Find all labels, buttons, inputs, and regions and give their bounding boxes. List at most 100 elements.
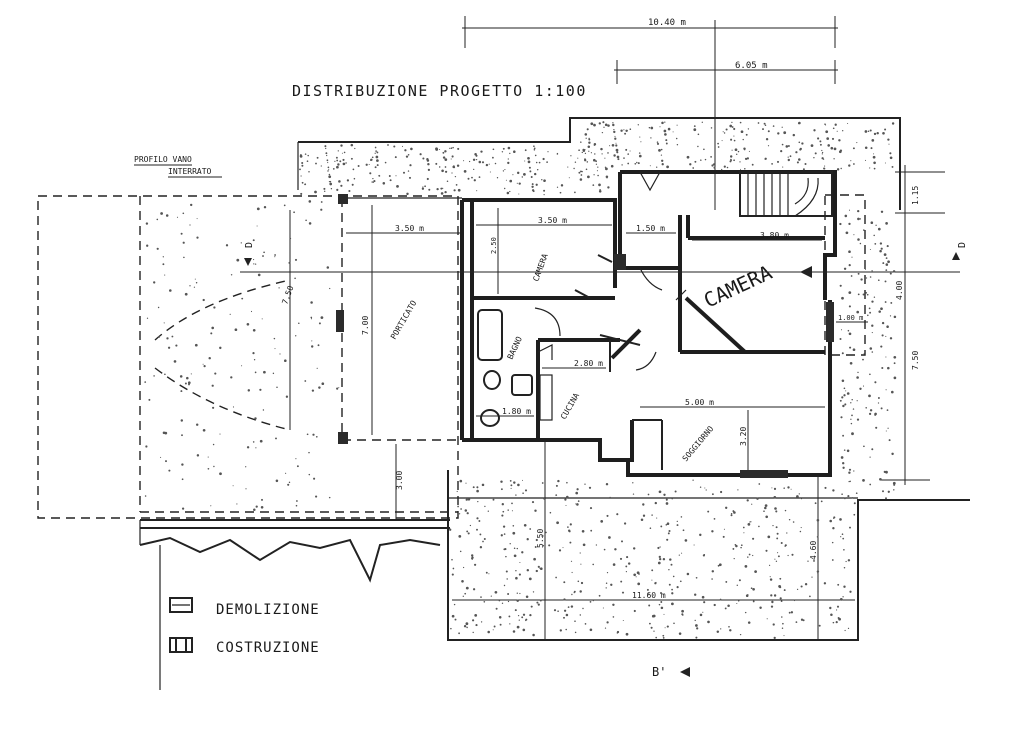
stipple-dot: [167, 346, 171, 349]
stipple-dot: [661, 159, 664, 162]
stipple-dot: [274, 348, 276, 350]
stipple-dot: [671, 602, 674, 606]
drawing-title: DISTRIBUZIONE PROGETTO 1:100: [292, 82, 587, 100]
stipple-dot: [769, 578, 773, 581]
stipple-dot: [594, 153, 596, 155]
stipple-dot: [455, 184, 458, 186]
stipple-dot: [557, 479, 560, 483]
stipple-dot: [263, 205, 267, 209]
stipple-dot: [665, 142, 668, 145]
stipple-dot: [637, 582, 641, 586]
stipple-dot: [340, 144, 343, 147]
stipple-dot: [767, 130, 770, 133]
stipple-dot: [621, 540, 623, 543]
stipple-dot: [261, 318, 263, 320]
stipple-dot: [539, 599, 542, 602]
stipple-dot: [612, 123, 615, 127]
stipple-dot: [503, 533, 506, 535]
stipple-dot: [847, 495, 850, 498]
stipple-dot: [477, 500, 479, 503]
stipple-dot: [832, 127, 835, 130]
stipple-dot: [838, 617, 841, 621]
stipple-dot: [616, 155, 620, 159]
stipple-dot: [558, 549, 562, 552]
stipple-dot: [422, 157, 425, 160]
stipple-dot: [711, 493, 714, 496]
stipple-dot: [250, 310, 253, 313]
stipple-dot: [640, 518, 644, 522]
stipple-dot: [325, 147, 327, 150]
stipple-dot: [859, 218, 861, 220]
stipple-dot: [207, 456, 209, 458]
stipple-dot: [536, 168, 539, 171]
stipple-dot: [584, 623, 587, 625]
stipple-dot: [857, 209, 860, 213]
stipple-dot: [849, 526, 851, 529]
stipple-dot: [590, 152, 593, 154]
stipple-dot: [880, 210, 884, 214]
stipple-dot: [543, 189, 546, 192]
stipple-dot: [580, 581, 584, 585]
stipple-dot: [634, 162, 637, 165]
stipple-dot: [765, 549, 768, 552]
stipple-dot: [384, 161, 387, 164]
stipple-dot: [879, 242, 883, 245]
stipple-dot: [838, 150, 842, 154]
stipple-dot: [611, 143, 615, 147]
stipple-dot: [595, 160, 597, 163]
stipple-dot: [670, 563, 673, 566]
stipple-dot: [404, 149, 407, 152]
stipple-dot: [890, 301, 893, 304]
stipple-dot: [516, 547, 518, 550]
stipple-dot: [615, 144, 618, 147]
stipple-dot: [752, 554, 754, 557]
stipple-dot: [348, 189, 351, 193]
stipple-dot: [839, 598, 843, 601]
stipple-dot: [301, 161, 304, 165]
stipple-dot: [733, 511, 736, 514]
stipple-dot: [633, 609, 636, 613]
stipple-dot: [503, 584, 506, 587]
stipple-dot: [874, 412, 877, 416]
stipple-dot: [454, 618, 457, 621]
stipple-dot: [535, 538, 538, 542]
stipple-dot: [175, 344, 178, 347]
stipple-dot: [859, 242, 862, 245]
stipple-dot: [180, 232, 183, 235]
stipple-dot: [679, 580, 682, 583]
ground-stipple: [144, 121, 897, 640]
stipple-dot: [733, 557, 735, 560]
stipple-dot: [800, 618, 804, 621]
stipple-dot: [374, 166, 377, 169]
stipple-dot: [603, 548, 606, 551]
stipple-dot: [374, 152, 376, 154]
stipple-dot: [570, 155, 572, 157]
stipple-dot: [493, 625, 496, 628]
stipple-dot: [843, 387, 846, 390]
stipple-dot: [160, 212, 163, 215]
stipple-dot: [295, 335, 297, 337]
stipple-dot: [743, 147, 746, 150]
stipple-dot: [848, 264, 851, 267]
stipple-dot: [614, 135, 616, 137]
stipple-dot: [676, 524, 679, 527]
stipple-dot: [816, 518, 820, 522]
stipple-dot: [306, 433, 309, 436]
stipple-dot: [747, 621, 751, 624]
stipple-dot: [839, 337, 842, 341]
stipple-dot: [751, 163, 754, 166]
stipple-dot: [659, 126, 661, 128]
stipple-dot: [842, 596, 844, 598]
stipple-dot: [146, 244, 149, 247]
stipple-dot: [613, 154, 616, 157]
stipple-dot: [371, 156, 374, 159]
stipple-dot: [668, 529, 671, 533]
stipple-dot: [459, 479, 463, 483]
stipple-dot: [819, 140, 822, 143]
stipple-dot: [592, 184, 595, 186]
stipple-dot: [605, 582, 608, 585]
stipple-dot: [784, 545, 786, 547]
stipple-dot: [182, 212, 185, 215]
stipple-dot: [682, 529, 685, 532]
stipple-dot: [323, 187, 326, 190]
